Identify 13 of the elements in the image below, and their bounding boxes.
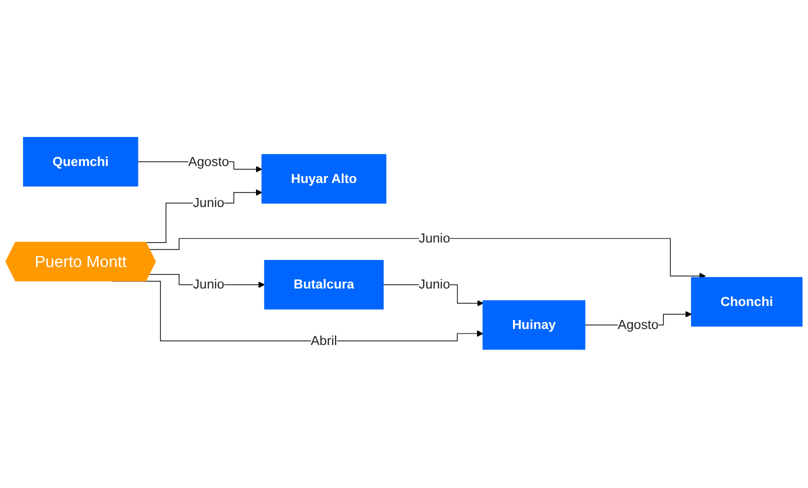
- node-box: Huinay: [482, 300, 586, 350]
- edge-label: Agosto: [618, 317, 659, 332]
- node-box: Huyar Alto: [262, 154, 386, 204]
- edge-label: Junio: [418, 277, 450, 292]
- node-box: Chonchi: [691, 277, 803, 327]
- edge-label: Junio: [192, 195, 224, 210]
- edge-label: Junio: [418, 230, 450, 246]
- arrow: [149, 238, 706, 280]
- edge-label: Agosto: [188, 154, 230, 169]
- node-box: Butalcura: [264, 260, 384, 310]
- edge-label: Abril: [310, 333, 338, 348]
- edge-label: Junio: [192, 277, 224, 292]
- node-box: Quemchi: [23, 136, 138, 187]
